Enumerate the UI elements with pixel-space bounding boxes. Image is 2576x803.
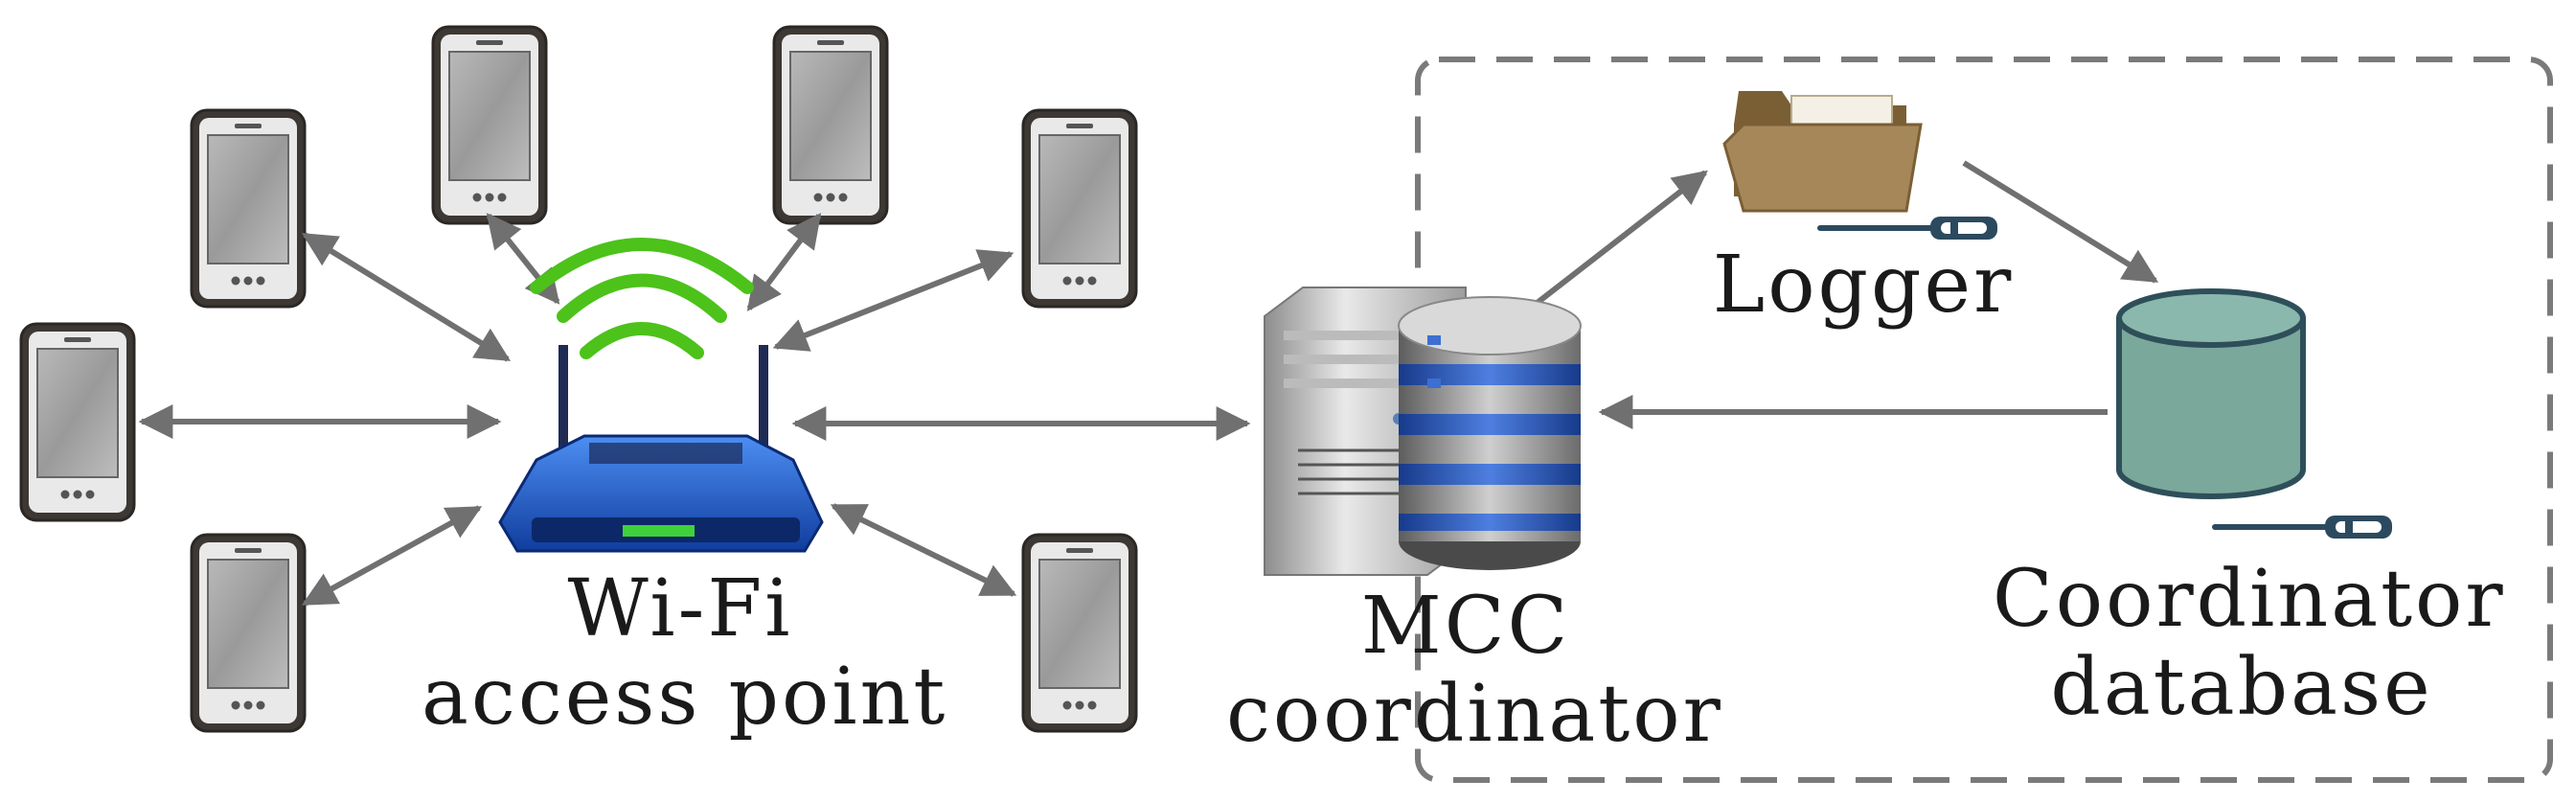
smartphone-icon	[190, 533, 307, 733]
wifi-label-line1: Wi-Fi	[567, 563, 793, 654]
screwdriver-icon	[1820, 217, 1997, 240]
mcc-label: MCC coordinator	[1226, 581, 1723, 760]
smartphone-icon	[1021, 533, 1138, 733]
folder-icon	[1722, 91, 1923, 213]
screwdriver-icon	[2215, 516, 2392, 539]
mcc-label-line1: MCC	[1360, 581, 1571, 672]
logger-label: Logger	[1705, 241, 2021, 330]
database-label-line2: database	[2050, 642, 2433, 733]
database-label-line1: Coordinator	[1993, 554, 2506, 645]
smartphone-icon	[190, 108, 307, 309]
database-label: Coordinator database	[1993, 554, 2506, 733]
smartphone-icon	[772, 25, 889, 225]
wifi-router-icon	[498, 238, 824, 553]
wifi-label: Wi-Fi access point	[422, 563, 948, 743]
mcc-label-line2: coordinator	[1226, 669, 1723, 760]
wifi-label-line2: access point	[422, 652, 948, 743]
server-icon	[1264, 287, 1582, 576]
smartphone-icon	[19, 322, 136, 522]
database-icon	[2116, 288, 2306, 499]
logger-label-text: Logger	[1712, 240, 2015, 331]
connection-arrows	[138, 160, 2159, 607]
smartphone-icon	[431, 25, 548, 225]
smartphone-icon	[1021, 108, 1138, 309]
